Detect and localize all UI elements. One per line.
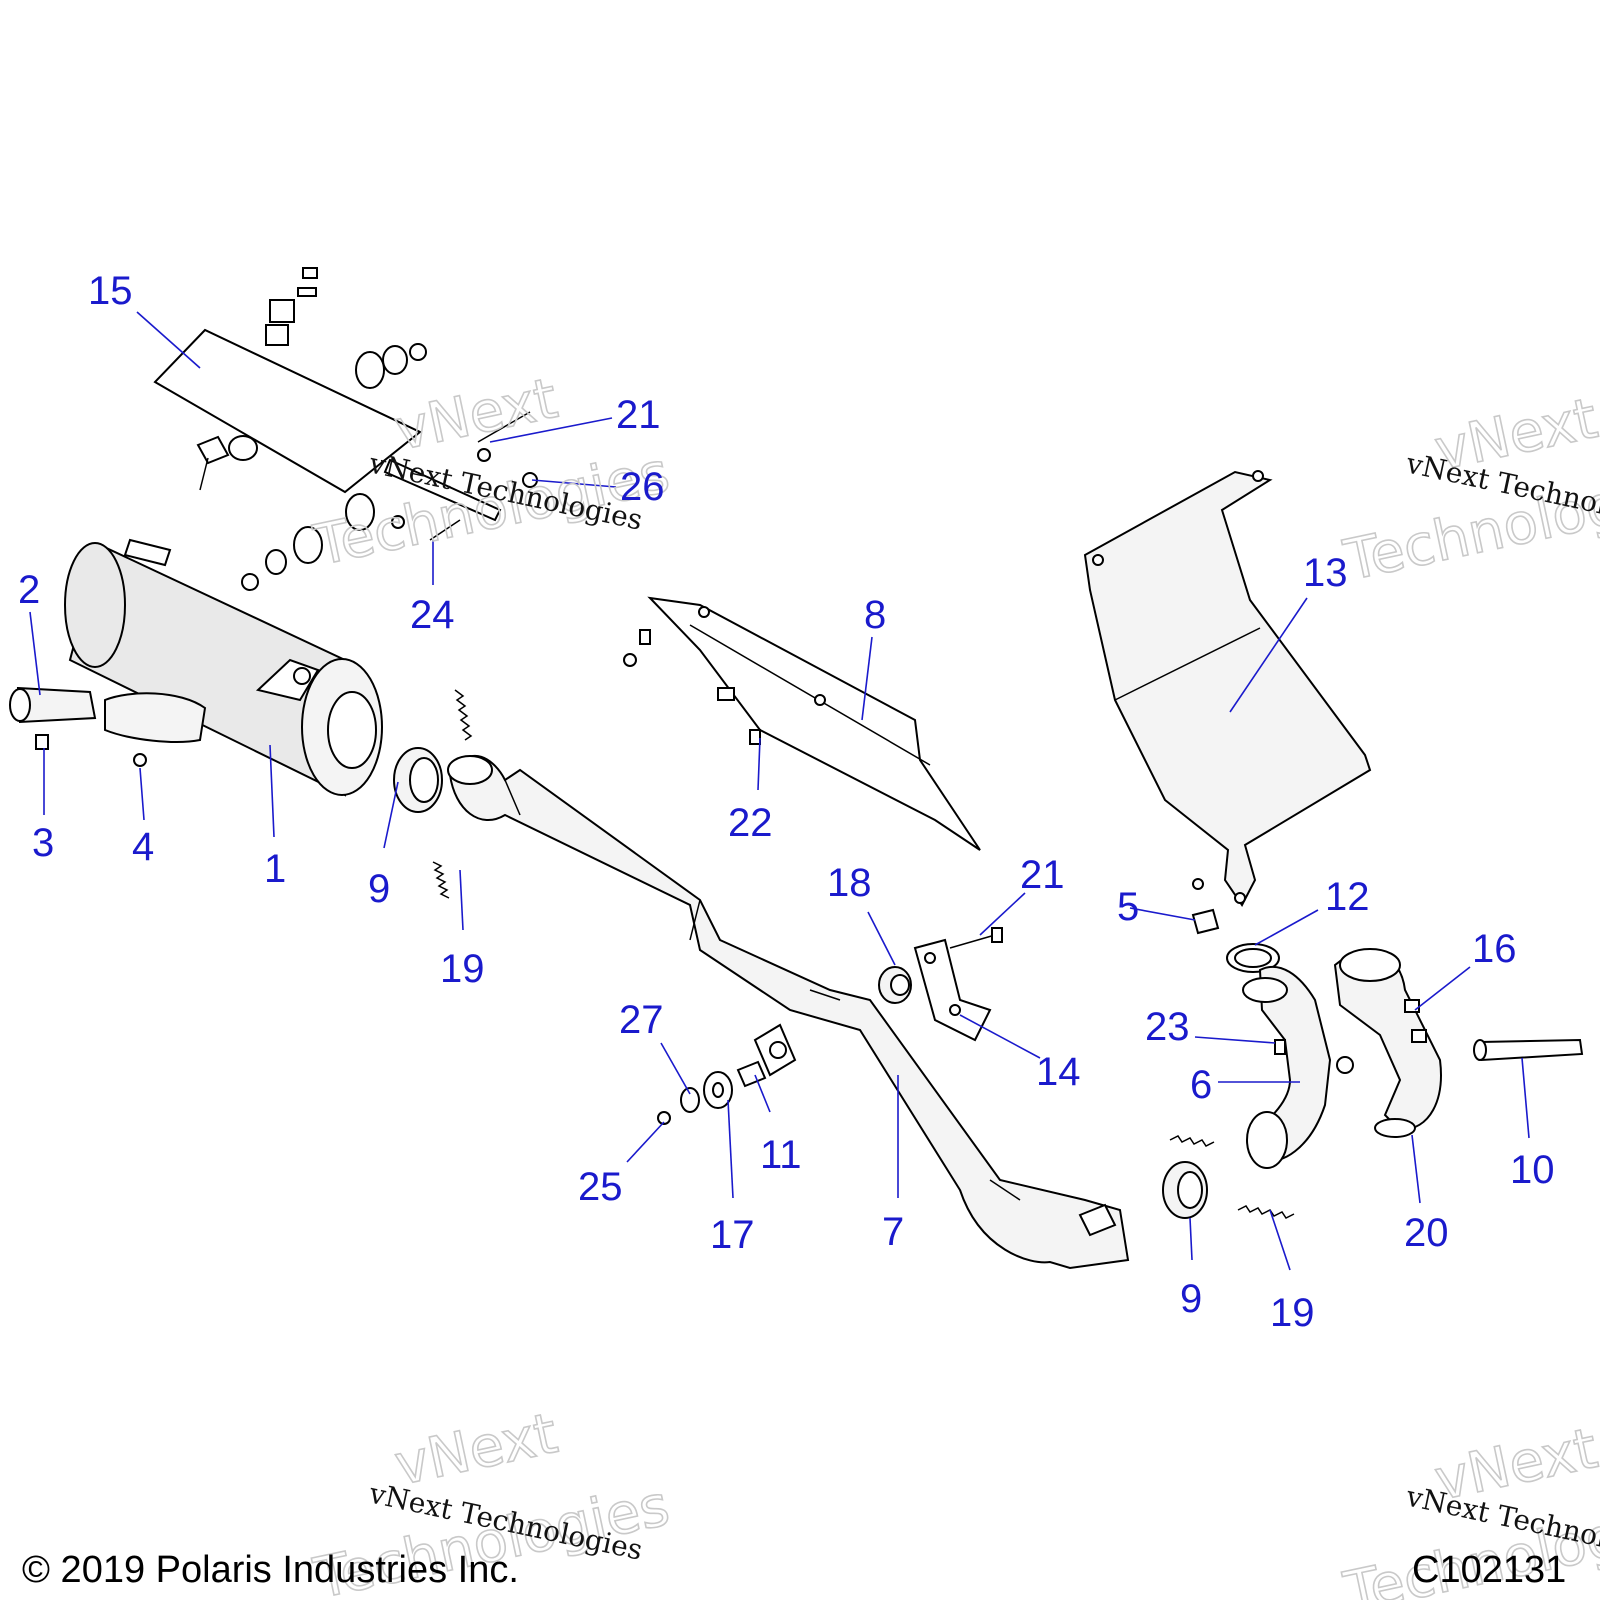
callout-23[interactable]: 23 [1145,1005,1190,1049]
watermark-big-line1: vNext [389,366,563,464]
spring-19-extra [1169,1135,1215,1147]
callout-15[interactable]: 15 [88,269,133,313]
callout-12[interactable]: 12 [1325,875,1370,919]
callout-2[interactable]: 2 [18,568,40,612]
copyright-text: © 2019 Polaris Industries Inc. [22,1549,519,1591]
callout-19-lower[interactable]: 19 [1270,1291,1315,1335]
callout-11[interactable]: 11 [760,1133,802,1177]
heat-shield-13 [1083,470,1372,907]
callout-8[interactable]: 8 [864,593,886,637]
callout-20[interactable]: 20 [1404,1211,1449,1255]
callout-27[interactable]: 27 [619,998,664,1042]
callout-labels: 15 2 3 4 1 9 19 21 26 24 8 22 13 21 18 1… [18,269,1555,1335]
washer-27 [680,1087,700,1113]
callout-14[interactable]: 14 [1036,1050,1081,1094]
spring-19-upper [454,689,473,741]
callout-9-upper[interactable]: 9 [368,867,390,911]
gasket-12 [1226,943,1280,973]
callout-24[interactable]: 24 [410,593,455,637]
callout-5[interactable]: 5 [1117,885,1139,929]
callout-10[interactable]: 10 [1510,1148,1555,1192]
gasket-ring-9-upper [393,747,443,813]
header-shield-16 [1333,948,1442,1132]
callout-21-lower[interactable]: 21 [1020,853,1065,897]
spring-19-lower [1237,1205,1295,1219]
callout-21-upper[interactable]: 21 [616,393,661,437]
washer-17 [703,1071,733,1109]
callout-19-upper[interactable]: 19 [440,947,485,991]
spring-19-middle [432,861,450,899]
watermark-big-line1: vNext [389,1401,563,1499]
spacer-11 [736,1060,767,1088]
nut-25 [657,1111,671,1125]
callout-17[interactable]: 17 [710,1213,755,1257]
callout-16[interactable]: 16 [1472,927,1517,971]
watermark-top-right: vNext Technologies vNext Technologies [1338,385,1600,594]
header-pipe-6 [1242,965,1354,1169]
figure-code: C102131 [1412,1549,1566,1591]
callout-1[interactable]: 1 [264,847,286,891]
callout-3[interactable]: 3 [32,821,54,865]
callout-6[interactable]: 6 [1190,1063,1212,1107]
callout-7[interactable]: 7 [882,1210,904,1254]
callout-4[interactable]: 4 [132,825,154,869]
muffler-1 [9,538,383,797]
callout-18[interactable]: 18 [827,861,872,905]
callout-13[interactable]: 13 [1303,551,1348,595]
shield-bracket-8 [623,596,981,851]
heat-shield-15 [153,267,538,591]
callout-25[interactable]: 25 [578,1165,623,1209]
gasket-ring-9-lower [1162,1161,1208,1219]
bolt-21-lower [949,927,1003,949]
callout-9-lower[interactable]: 9 [1180,1277,1202,1321]
callout-26[interactable]: 26 [620,465,665,509]
clamp-20 [1374,1118,1416,1138]
bushing-18 [878,966,912,1004]
callout-22[interactable]: 22 [728,801,773,845]
clip-5 [1191,878,1220,935]
sensor-10 [1473,1038,1584,1062]
exhaust-pipe-7 [447,754,1130,1270]
leader-lines [29,311,1530,1271]
bracket-14 [913,938,992,1042]
